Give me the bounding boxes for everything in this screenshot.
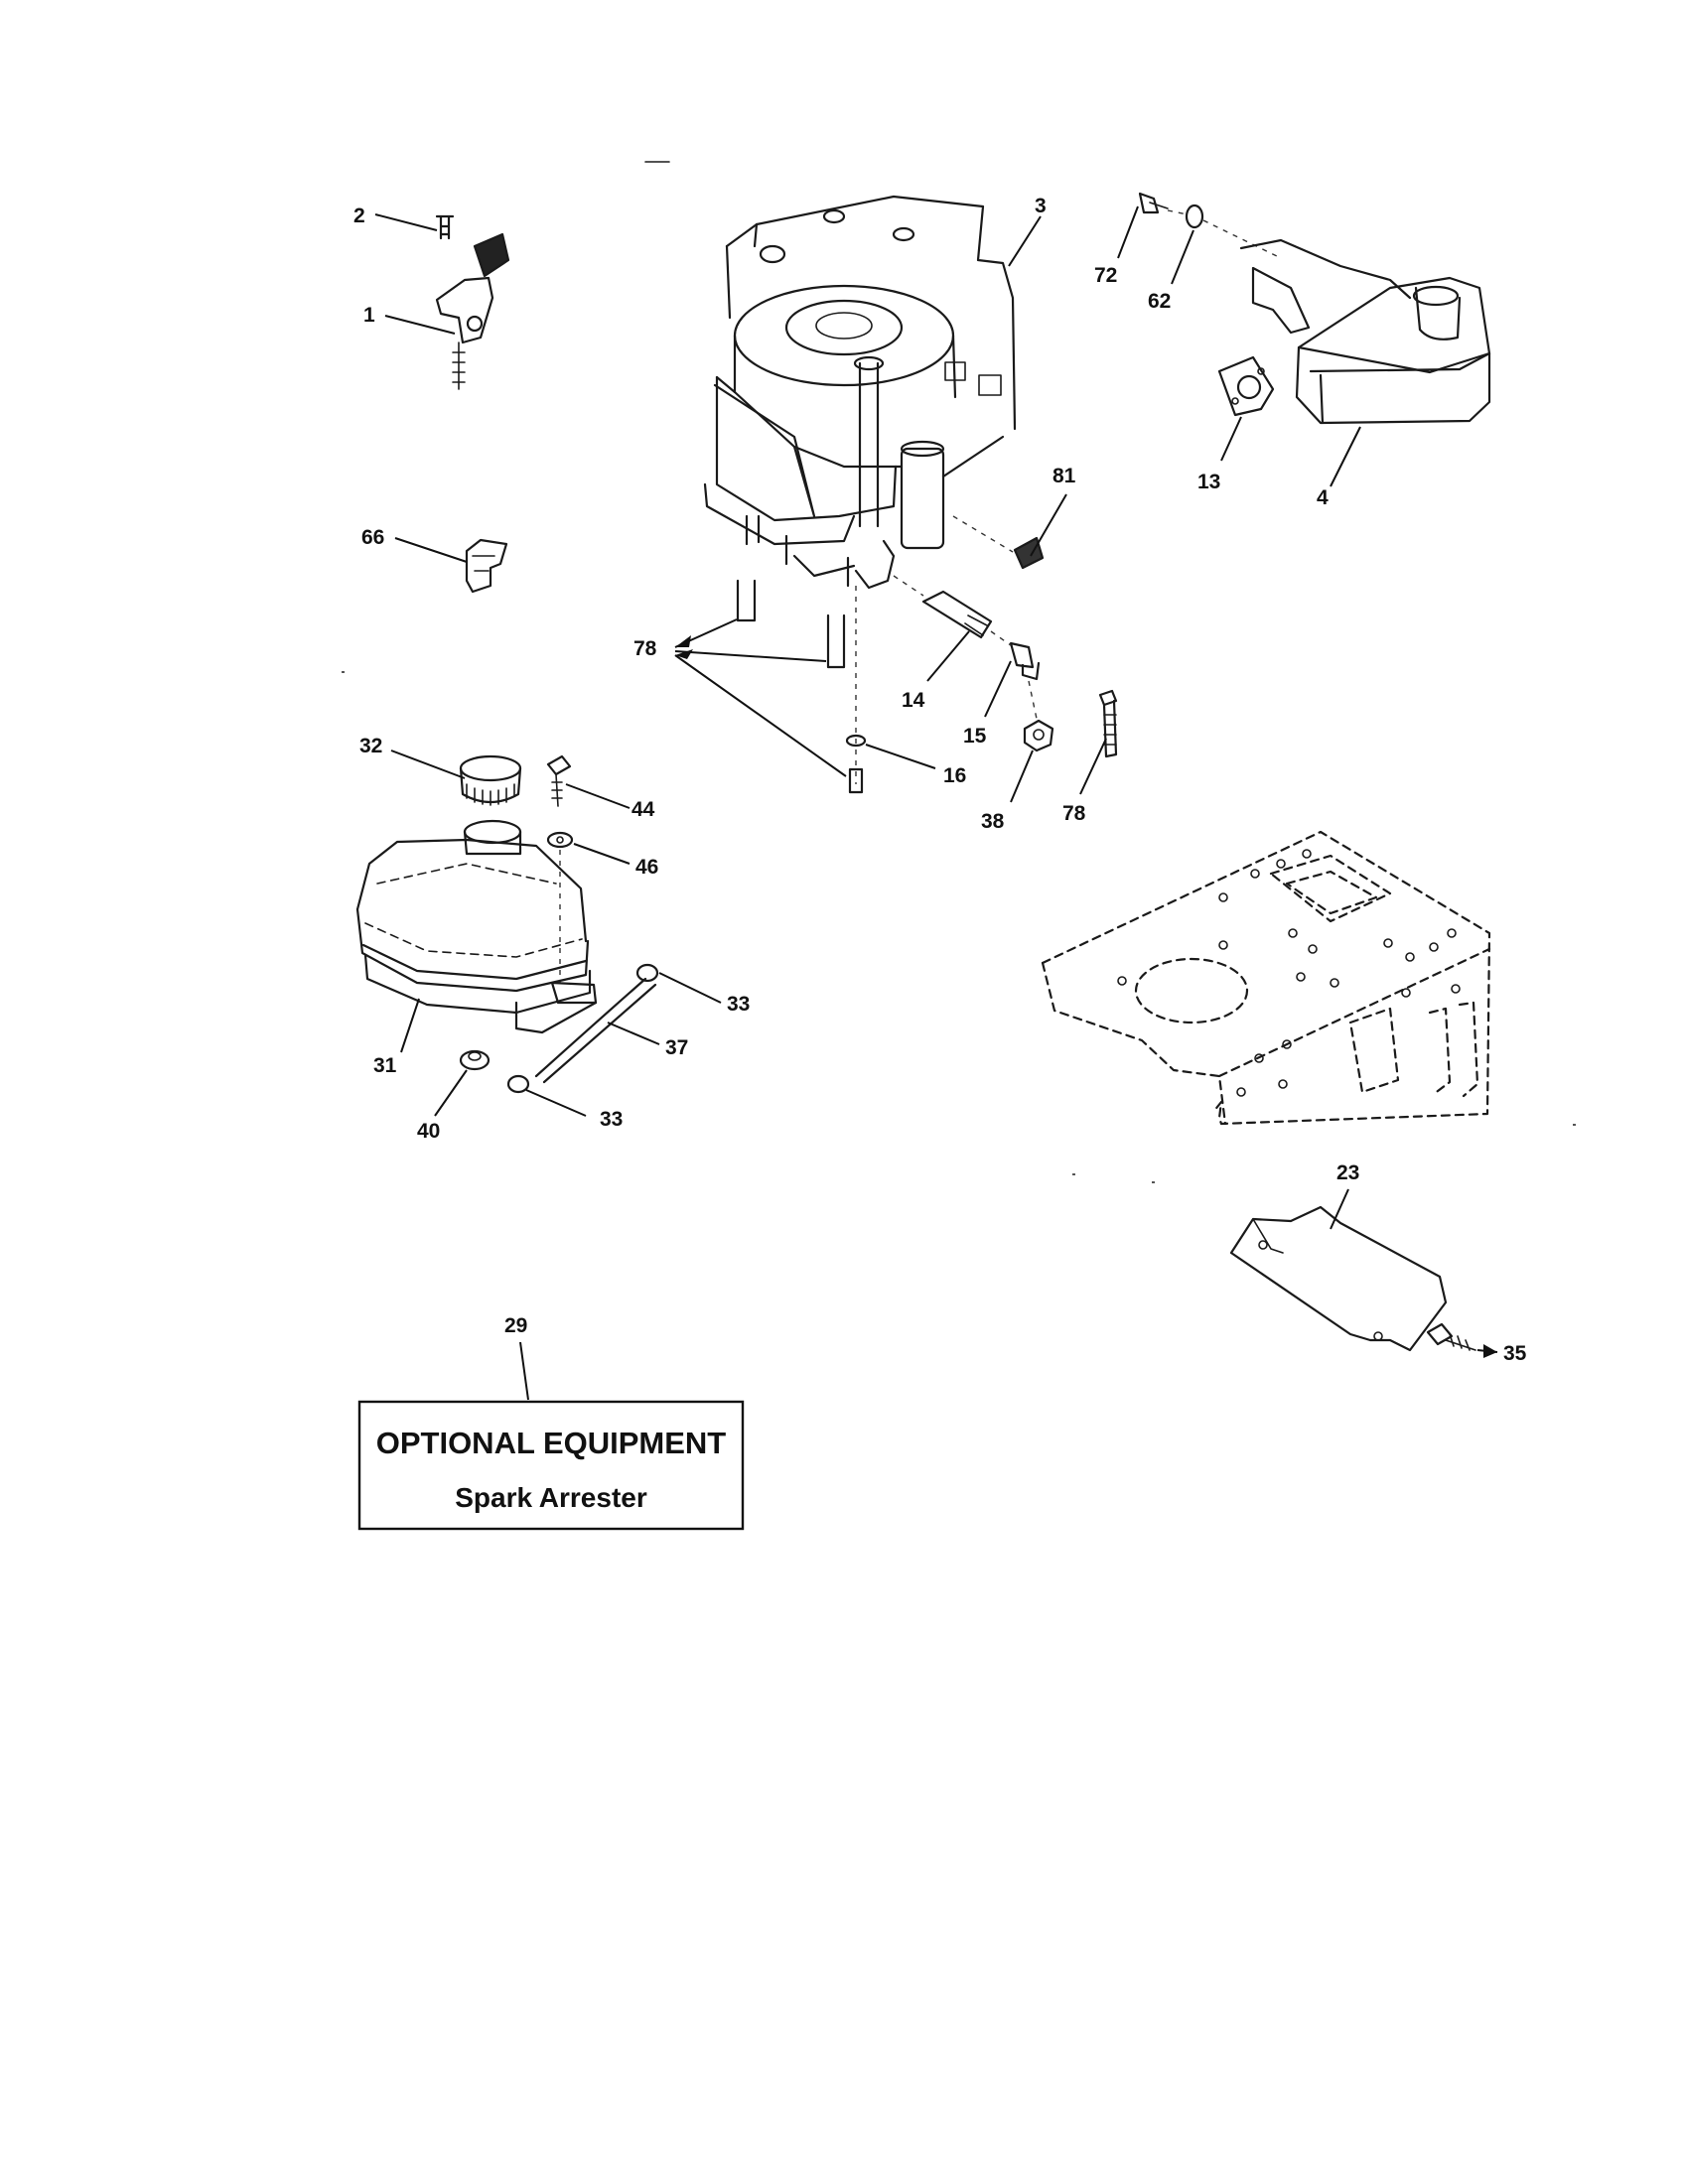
callout-31: 31	[373, 1054, 397, 1077]
callout-23: 23	[1336, 1161, 1359, 1184]
callout-3: 3	[1035, 195, 1047, 217]
part-23-plate	[1229, 1205, 1448, 1352]
callout-37: 37	[665, 1036, 688, 1059]
part-78-bolt-right	[1098, 689, 1118, 758]
part-14-drain-extension	[893, 575, 993, 639]
part-81-plug	[952, 515, 1045, 570]
callout-32: 32	[359, 735, 382, 757]
part-1-throttle-bracket	[435, 232, 510, 390]
callout-15: 15	[963, 725, 987, 748]
part-3-engine	[703, 195, 1017, 590]
callout-40: 40	[417, 1120, 440, 1143]
part-33-clamp-upper	[635, 963, 659, 983]
part-62-washer	[1185, 204, 1204, 229]
frame-mounting-plate	[1041, 830, 1491, 1126]
part-13-gasket	[1217, 355, 1275, 417]
callout-33-lower: 33	[600, 1108, 623, 1131]
callout-4: 4	[1317, 486, 1329, 509]
callout-46: 46	[635, 856, 658, 879]
callout-66: 66	[361, 526, 384, 549]
callout-14: 14	[902, 689, 925, 712]
muffler-bolt-guide	[1167, 209, 1282, 259]
part-32-fuel-cap	[459, 754, 522, 806]
callout-numbers: 2 1 3 72 62 13 4 66 81 78 14 15 16 38 78…	[353, 195, 1527, 1365]
callout-35: 35	[1503, 1342, 1527, 1365]
callout-13: 13	[1197, 471, 1220, 493]
part-78-bolts	[736, 556, 867, 794]
part-4-muffler	[1239, 238, 1491, 425]
part-38-nut	[1023, 680, 1054, 752]
part-15-drain-valve	[990, 630, 1041, 681]
scan-specks	[342, 671, 1576, 1183]
callout-72: 72	[1094, 264, 1117, 287]
callout-62: 62	[1148, 290, 1171, 313]
part-46-washer	[546, 831, 574, 849]
leader-arrowheads	[675, 635, 1497, 1358]
callout-2: 2	[353, 205, 365, 227]
part-2-screw	[435, 214, 455, 240]
optional-equipment-box: OPTIONAL EQUIPMENT Spark Arrester	[357, 1400, 745, 1531]
optional-equipment-title: OPTIONAL EQUIPMENT	[376, 1426, 727, 1460]
callout-78-left: 78	[633, 637, 657, 660]
part-33-clamp-lower	[506, 1074, 530, 1094]
part-66-clip	[465, 538, 508, 594]
callout-38: 38	[981, 810, 1005, 833]
callout-16: 16	[943, 764, 966, 787]
callout-33-upper: 33	[727, 993, 750, 1016]
callout-81: 81	[1052, 465, 1076, 487]
part-31-fuel-tank	[355, 819, 598, 1034]
callout-1: 1	[363, 304, 375, 327]
part-72-bolt	[1138, 192, 1169, 214]
optional-equipment-subtitle: Spark Arrester	[455, 1482, 647, 1513]
part-35-screw	[1426, 1322, 1476, 1351]
callout-78-right: 78	[1062, 802, 1086, 825]
part-44-screw	[546, 754, 572, 807]
part-40-grommet	[459, 1049, 491, 1071]
leader-lines	[374, 205, 1498, 1401]
callout-29: 29	[504, 1314, 527, 1337]
callout-44: 44	[632, 798, 655, 821]
part-37-fuel-line	[534, 977, 657, 1084]
